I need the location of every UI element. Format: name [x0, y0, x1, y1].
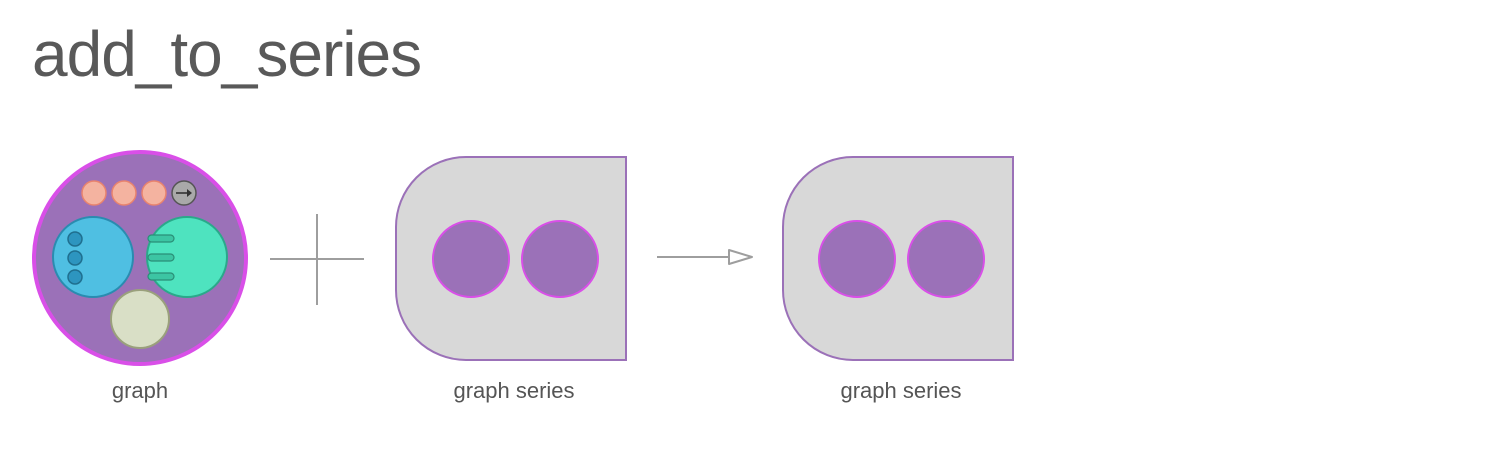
- left-node: [52, 216, 134, 298]
- series-shape: [782, 156, 1014, 361]
- queue-arrow-icon: [171, 180, 197, 206]
- port-bar: [147, 253, 175, 262]
- graph-label: graph: [112, 378, 168, 403]
- result-graph-series-icon: [782, 156, 1014, 361]
- arrow-right-icon: [657, 249, 753, 265]
- series-dot: [818, 220, 896, 298]
- series-shape: [395, 156, 627, 361]
- plus-icon: [270, 214, 364, 305]
- graph-icon: [32, 150, 248, 366]
- result-graph-series-label: graph series: [840, 378, 961, 403]
- graph-body: [32, 150, 248, 366]
- port-dot: [67, 250, 83, 266]
- port-dot: [67, 231, 83, 247]
- series-dot: [907, 220, 985, 298]
- graph-series-label: graph series: [453, 378, 574, 403]
- queue-dot: [111, 180, 137, 206]
- queue-dot: [81, 180, 107, 206]
- series-dot: [432, 220, 510, 298]
- port-bar: [147, 272, 175, 281]
- port-bar: [147, 234, 175, 243]
- queue-dot: [141, 180, 167, 206]
- series-dot: [521, 220, 599, 298]
- graph-series-icon: [395, 156, 627, 361]
- bottom-node: [110, 289, 170, 349]
- page-title: add_to_series: [32, 18, 422, 90]
- port-dot: [67, 269, 83, 285]
